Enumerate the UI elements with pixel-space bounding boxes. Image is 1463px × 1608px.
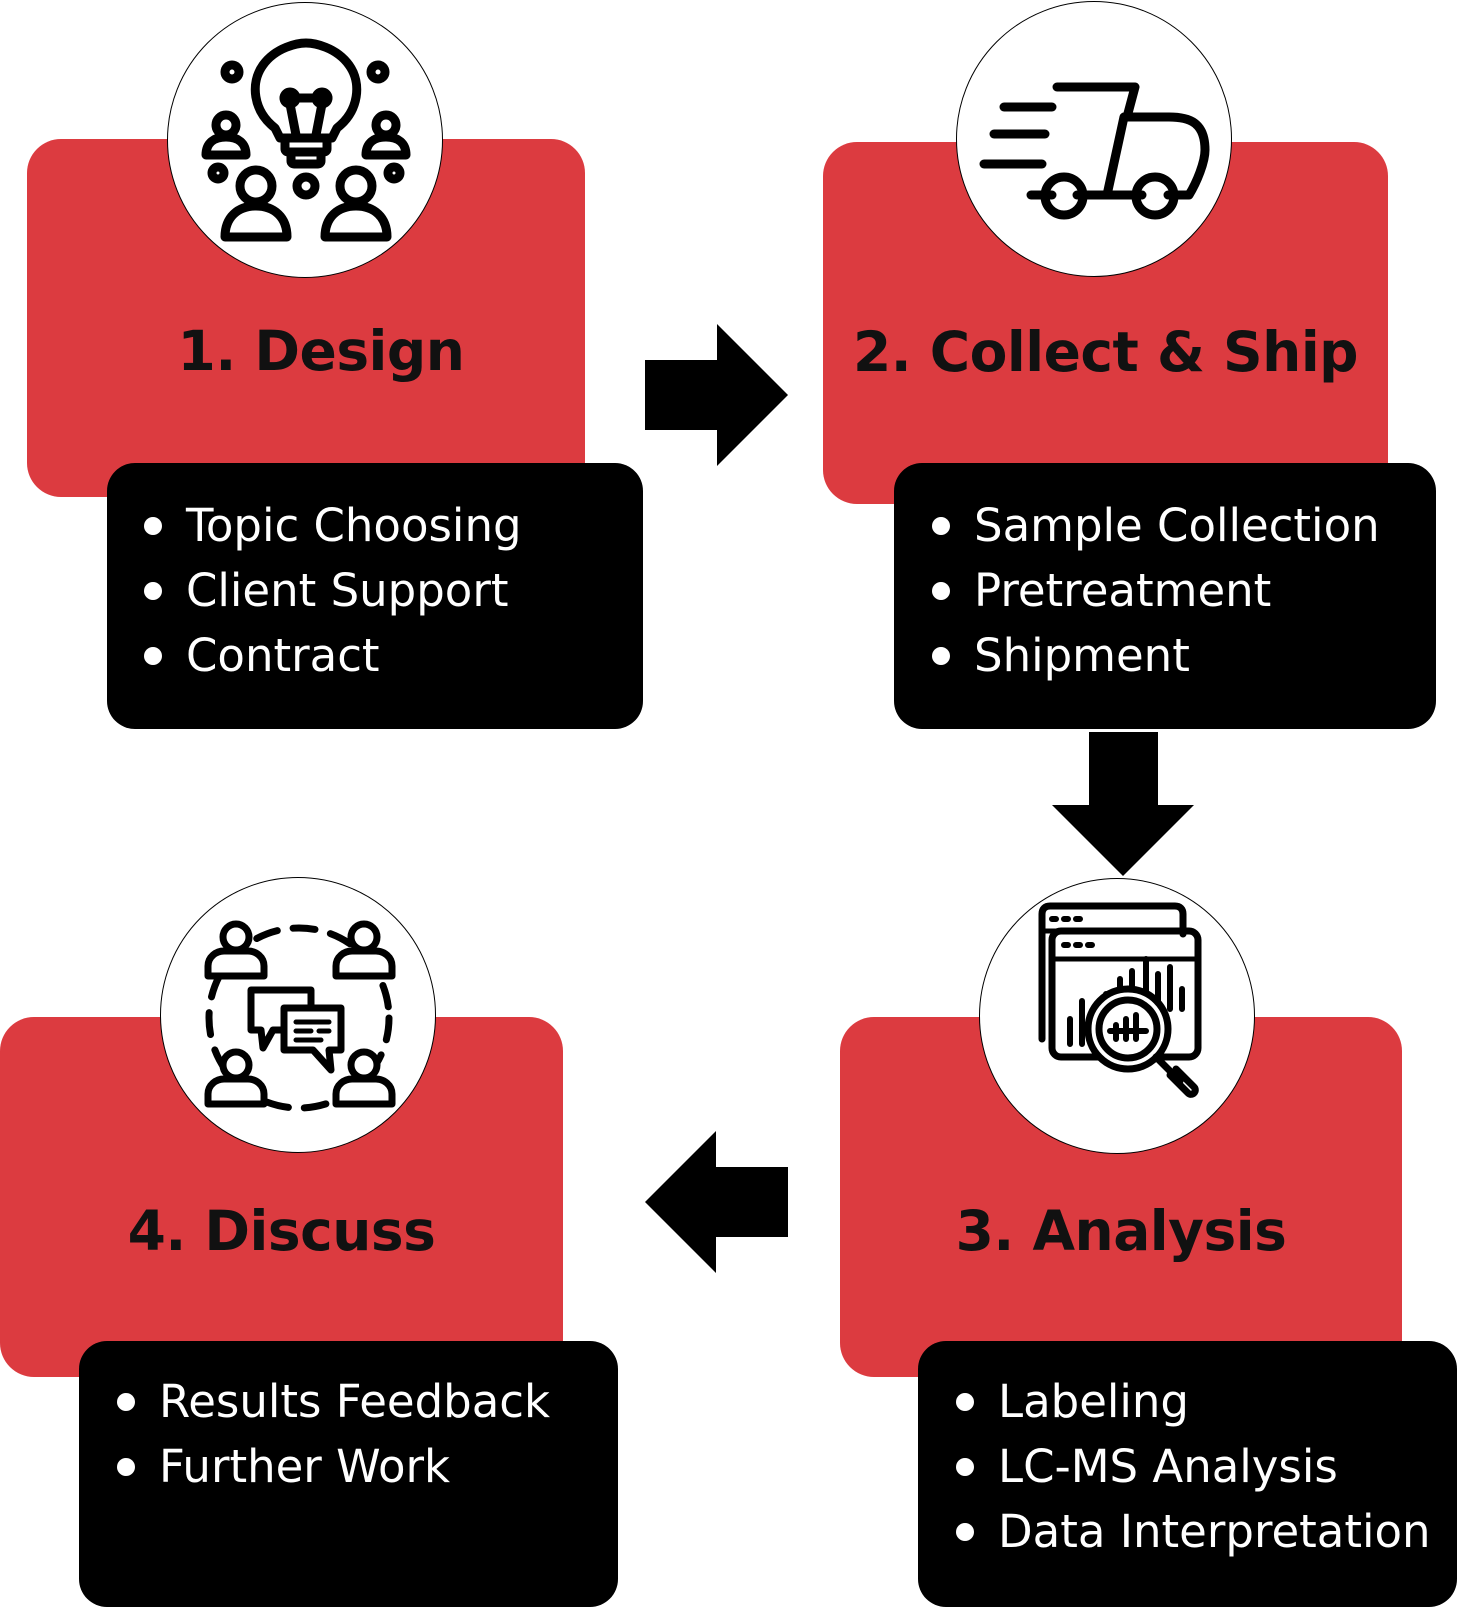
bullet-icon: [117, 1458, 135, 1476]
arrow-left-icon: [645, 1131, 788, 1273]
step-discuss-icon-circle: [160, 877, 436, 1153]
list-item: Client Support: [144, 558, 522, 623]
list-item: Shipment: [932, 623, 1380, 688]
arrow-down-icon: [1052, 732, 1194, 876]
data-analysis-magnifier-icon: [1038, 902, 1202, 1098]
list-item: Sample Collection: [932, 493, 1380, 558]
bullet-icon: [144, 647, 162, 665]
delivery-truck-icon: [979, 82, 1210, 220]
bullet-icon: [932, 582, 950, 600]
list-item: Pretreatment: [932, 558, 1380, 623]
bullet-icon: [956, 1458, 974, 1476]
bullet-icon: [144, 582, 162, 600]
step-analysis-icon-circle: [979, 878, 1255, 1154]
step-collect-title: 2. Collect & Ship: [852, 320, 1359, 384]
step-discuss-details: Results Feedback Further Work: [79, 1341, 618, 1607]
step-discuss-list: Results Feedback Further Work: [117, 1369, 550, 1499]
list-item: LC-MS Analysis: [956, 1434, 1431, 1499]
step-discuss-title: 4. Discuss: [127, 1199, 436, 1263]
step-design-icon-circle: [167, 2, 443, 278]
step-collect-list: Sample Collection Pretreatment Shipment: [932, 493, 1380, 688]
arrow-right-icon: [645, 324, 788, 466]
list-item: Results Feedback: [117, 1369, 550, 1434]
team-discussion-chat-icon: [204, 920, 396, 1112]
list-item: Labeling: [956, 1369, 1431, 1434]
step-analysis-title: 3. Analysis: [955, 1199, 1287, 1263]
step-collect-icon-circle: [956, 1, 1232, 277]
bullet-icon: [932, 647, 950, 665]
list-item: Further Work: [117, 1434, 550, 1499]
list-item: Topic Choosing: [144, 493, 522, 558]
bullet-icon: [144, 517, 162, 535]
step-analysis-card: 3. Analysis: [840, 1017, 1402, 1377]
step-analysis-list: Labeling LC-MS Analysis Data Interpretat…: [956, 1369, 1431, 1564]
list-item: Data Interpretation: [956, 1499, 1431, 1564]
bullet-icon: [932, 517, 950, 535]
list-item: Contract: [144, 623, 522, 688]
step-design-details: Topic Choosing Client Support Contract: [107, 463, 643, 729]
step-design-title: 1. Design: [177, 319, 465, 383]
bullet-icon: [117, 1393, 135, 1411]
bullet-icon: [956, 1523, 974, 1541]
step-design-list: Topic Choosing Client Support Contract: [144, 493, 522, 688]
bullet-icon: [956, 1393, 974, 1411]
step-collect-details: Sample Collection Pretreatment Shipment: [894, 463, 1436, 729]
brainstorm-lightbulb-people-icon: [201, 38, 411, 242]
step-analysis-details: Labeling LC-MS Analysis Data Interpretat…: [918, 1341, 1457, 1607]
